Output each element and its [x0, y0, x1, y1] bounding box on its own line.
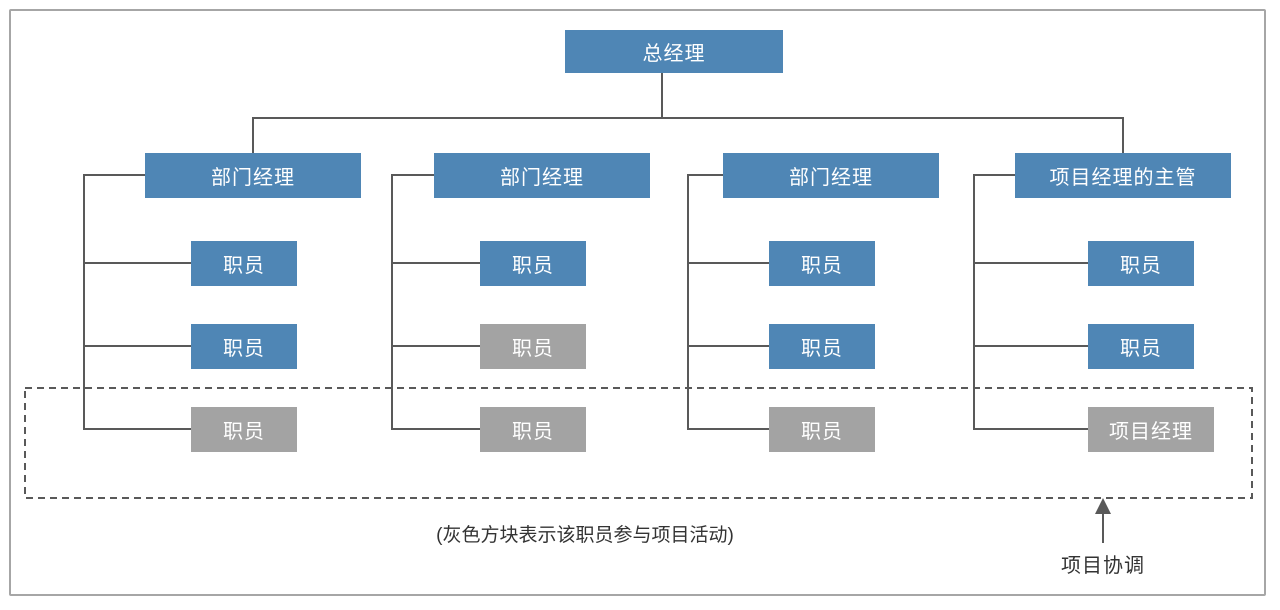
node-staff-1-3: 职员: [191, 407, 297, 452]
node-staff-3-2: 职员: [769, 324, 875, 369]
node-staff-4-1: 职员: [1088, 241, 1194, 286]
node-staff-1-1: 职员: [191, 241, 297, 286]
node-staff-2-2: 职员: [480, 324, 586, 369]
node-staff-3-1: 职员: [769, 241, 875, 286]
node-staff-3-3: 职员: [769, 407, 875, 452]
node-general-manager: 总经理: [565, 30, 783, 73]
legend-caption: (灰色方块表示该职员参与项目活动): [436, 525, 734, 546]
connector-root-distribution: [252, 73, 1124, 153]
up-arrow-head-icon: [1095, 498, 1111, 514]
connector-column-1: [83, 174, 191, 430]
project-activity-dashed-region: [24, 387, 1253, 499]
connector-column-2: [391, 174, 480, 430]
node-project-manager: 项目经理: [1088, 407, 1214, 452]
connector-column-4: [973, 174, 1088, 430]
project-coordination-label: 项目协调: [1061, 555, 1145, 577]
node-dept-manager-1: 部门经理: [145, 153, 361, 198]
node-staff-2-3: 职员: [480, 407, 586, 452]
diagram-frame: [9, 9, 1266, 596]
node-staff-2-1: 职员: [480, 241, 586, 286]
node-staff-4-2: 职员: [1088, 324, 1194, 369]
node-dept-manager-3: 部门经理: [723, 153, 939, 198]
node-staff-1-2: 职员: [191, 324, 297, 369]
connector-column-3: [687, 174, 769, 430]
node-pm-supervisor: 项目经理的主管: [1015, 153, 1231, 198]
node-dept-manager-2: 部门经理: [434, 153, 650, 198]
